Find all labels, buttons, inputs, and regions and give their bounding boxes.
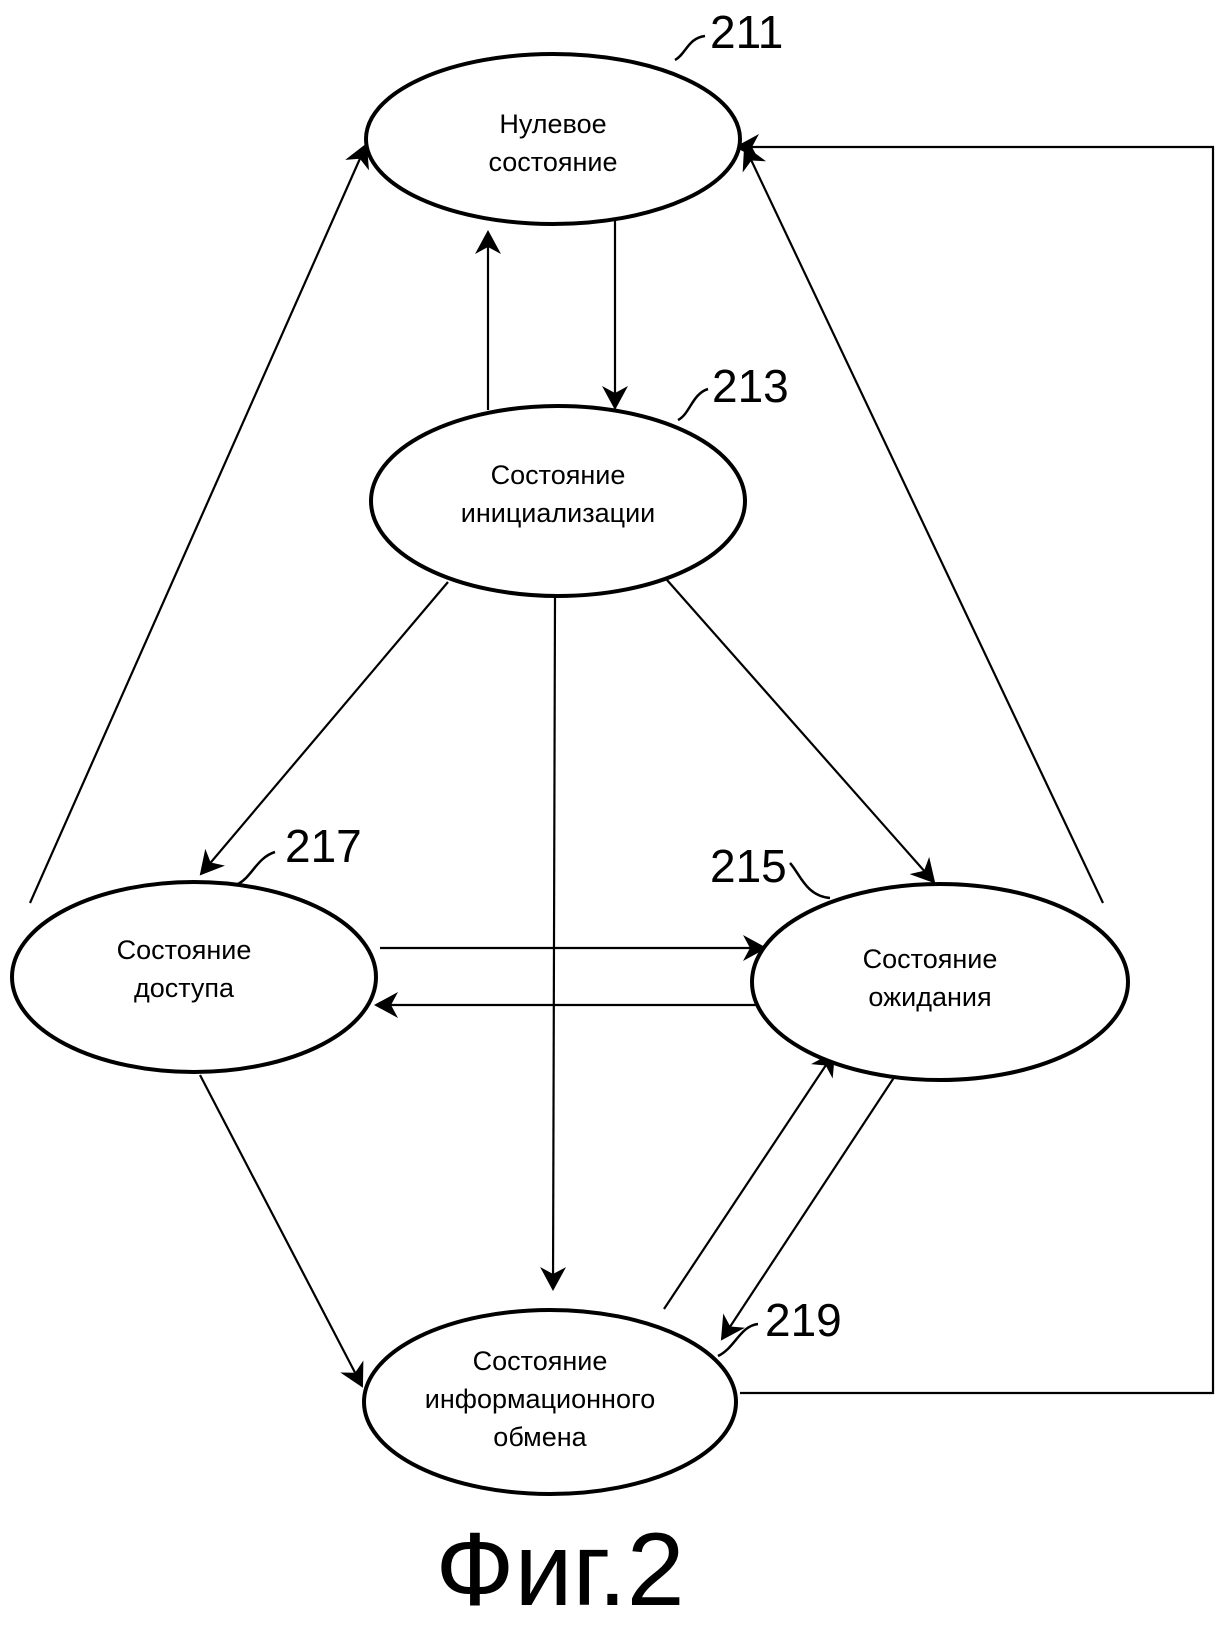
state-traffic-line-2: информационного xyxy=(425,1384,656,1414)
ref-215-leader xyxy=(789,862,831,900)
state-access-line-2: доступа xyxy=(134,973,235,1003)
state-traffic-line-3: обмена xyxy=(493,1422,587,1452)
edge-init-to-traffic xyxy=(540,595,567,1291)
state-idle: Состояние ожидания 215 xyxy=(710,840,1130,1082)
state-init-line-1: Состояние xyxy=(491,460,626,490)
ref-219-leader xyxy=(717,1322,759,1358)
edge-idle-to-null xyxy=(742,145,1104,904)
edge-init-to-access xyxy=(199,581,449,876)
state-idle-shape xyxy=(750,882,1130,1082)
state-idle-line-2: ожидания xyxy=(868,982,991,1012)
state-init-line-2: инициализации xyxy=(461,498,656,528)
ref-211: 211 xyxy=(710,6,783,58)
state-idle-line-1: Состояние xyxy=(863,944,998,974)
state-null-line-2: состояние xyxy=(488,147,617,177)
edge-init-to-idle xyxy=(666,579,936,884)
state-null-line-1: Нулевое xyxy=(499,109,606,139)
figure-caption: Фиг.2 xyxy=(435,1512,684,1628)
ref-217: 217 xyxy=(285,820,362,872)
state-traffic: Состояние информационного обмена 219 xyxy=(362,1294,842,1496)
ref-219: 219 xyxy=(765,1294,842,1346)
ref-213: 213 xyxy=(712,360,789,412)
state-traffic-line-1: Состояние xyxy=(473,1346,608,1376)
state-null: Нулевое состояние 211 xyxy=(364,6,783,226)
edge-access-to-null xyxy=(28,143,369,904)
state-init: Состояние инициализации 213 xyxy=(369,360,789,598)
state-traffic-shape xyxy=(362,1308,738,1496)
edge-traffic-to-null xyxy=(735,134,1215,1395)
edge-idle-to-traffic xyxy=(720,1072,898,1341)
state-access: Состояние доступа 217 xyxy=(10,820,378,1074)
ref-213-leader xyxy=(677,387,709,422)
state-init-shape xyxy=(369,404,747,598)
state-null-shape xyxy=(364,52,742,226)
ref-215: 215 xyxy=(710,840,787,892)
edge-traffic-to-idle xyxy=(663,1051,836,1310)
ref-217-leader xyxy=(235,850,276,887)
edge-access-to-traffic xyxy=(199,1074,364,1388)
state-access-line-1: Состояние xyxy=(117,935,252,965)
edges xyxy=(28,134,1215,1395)
ref-211-leader xyxy=(674,34,706,62)
state-access-shape xyxy=(10,880,378,1074)
